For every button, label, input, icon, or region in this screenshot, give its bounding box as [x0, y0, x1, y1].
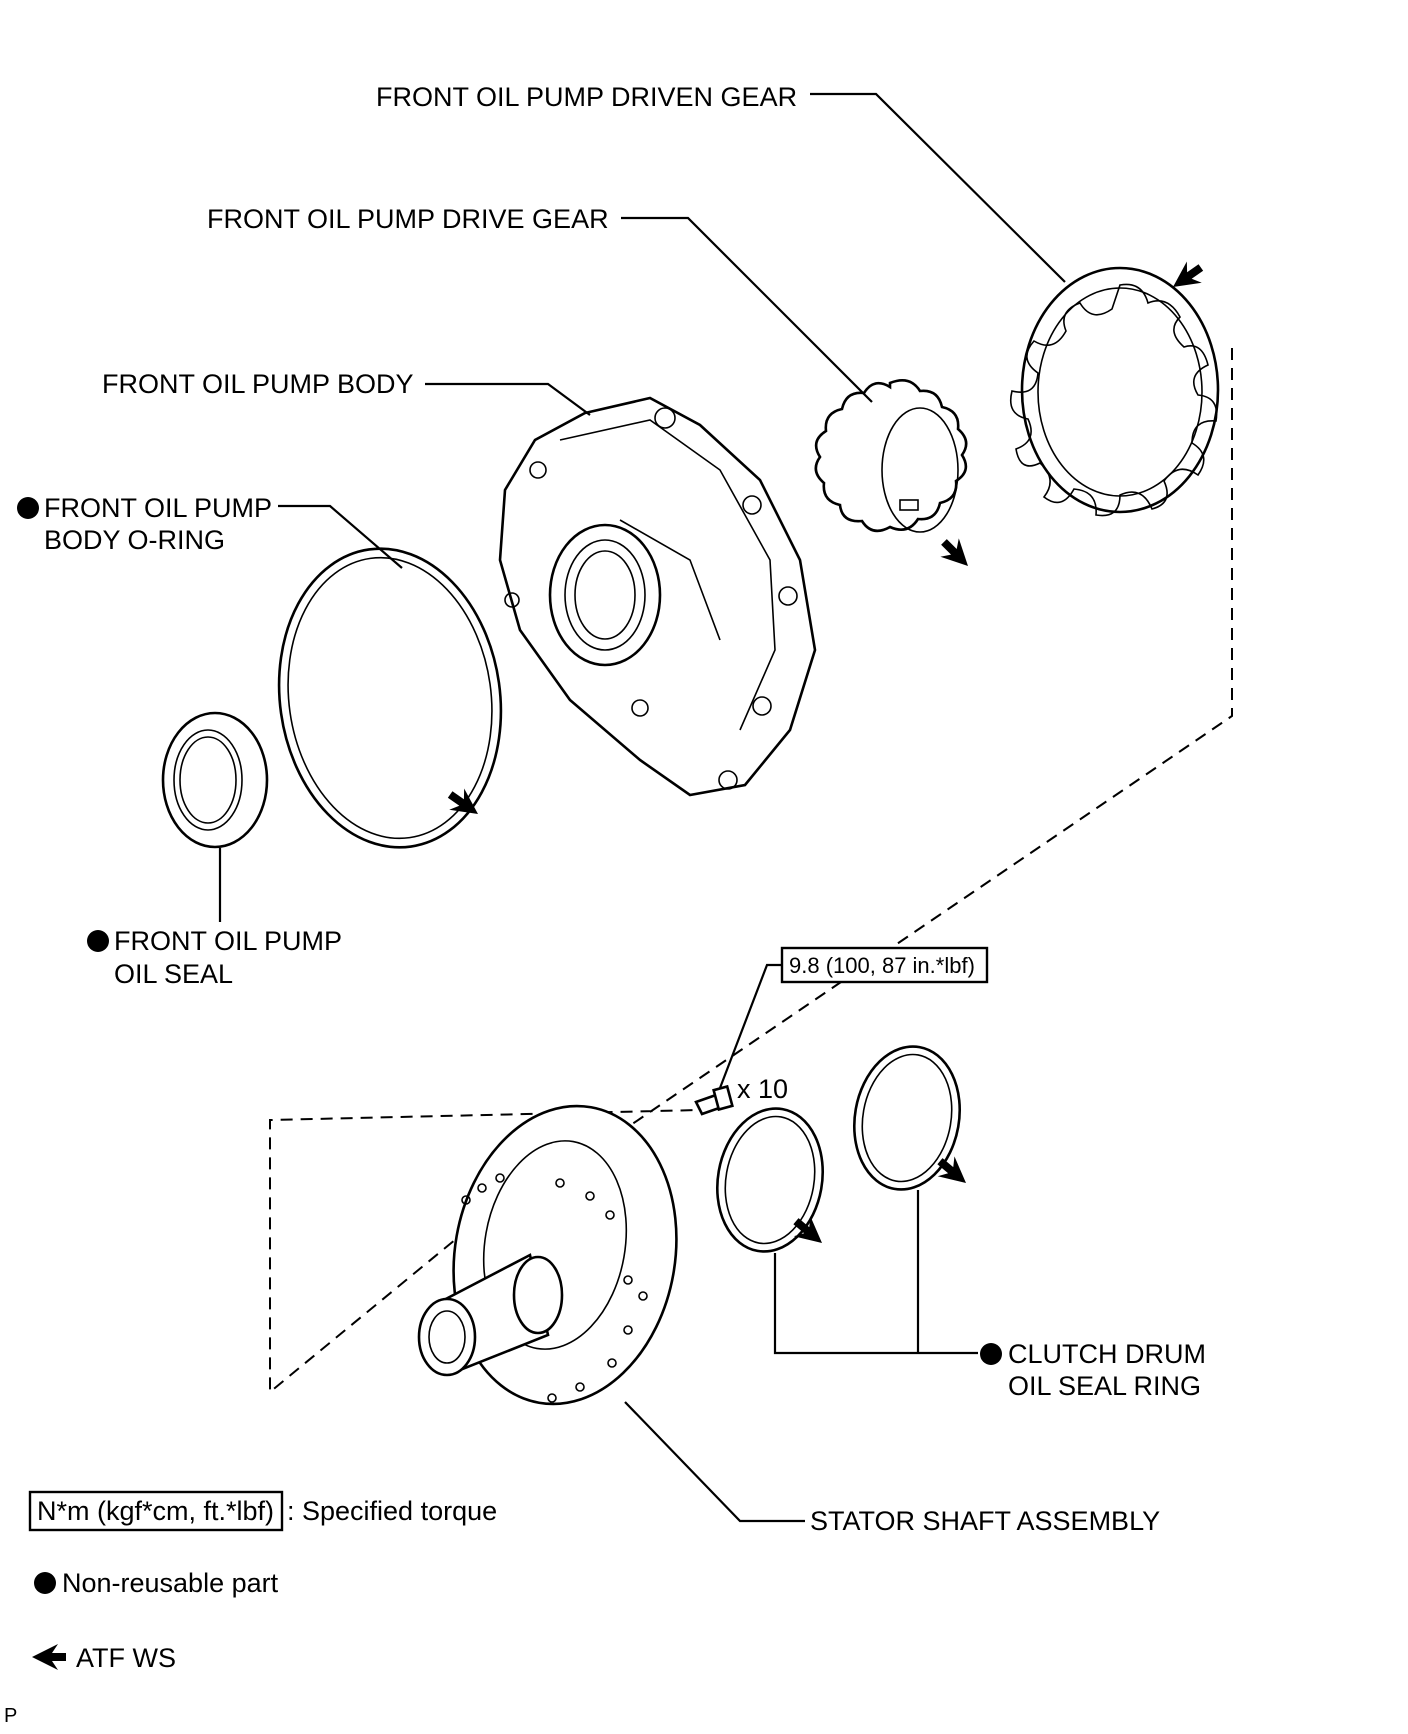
leader-o-ring	[278, 504, 403, 569]
pump-bolt	[694, 1084, 734, 1116]
atf-arrow-drive-gear	[934, 532, 978, 576]
non-reusable-dot-o-ring	[17, 497, 39, 519]
body-o-ring	[277, 547, 503, 849]
legend-torque-text: : Specified torque	[287, 1496, 497, 1526]
leader-drive-gear	[621, 216, 873, 403]
torque-box	[780, 946, 989, 984]
oil-seal-label-line2: OIL SEAL	[114, 959, 233, 989]
drive-gear	[814, 379, 968, 533]
oil-seal-label-line1: FRONT OIL PUMP	[114, 926, 342, 956]
legend-non-reusable-text: Non-reusable part	[62, 1568, 279, 1598]
o-ring-label-line1: FRONT OIL PUMP	[44, 493, 272, 523]
legend-torque-box-text: N*m (kgf*cm, ft.*lbf)	[37, 1496, 274, 1526]
leader-pump-body	[425, 382, 591, 416]
torque-value-label: 9.8 (100, 87 in.*lbf)	[789, 953, 975, 978]
oil-seal	[161, 711, 269, 849]
assembly-dashed-outline	[269, 348, 1233, 1395]
stator-shaft-assembly	[417, 1104, 678, 1406]
legend-non-reusable-dot	[34, 1572, 56, 1594]
leader-seal-rings	[773, 1190, 978, 1355]
driven-gear	[1009, 266, 1220, 517]
o-ring-label-line2: BODY O-RING	[44, 525, 225, 555]
non-reusable-dot-seal-rings	[980, 1343, 1002, 1365]
seal-ring-label-line2: OIL SEAL RING	[1008, 1371, 1201, 1401]
pump-body-label: FRONT OIL PUMP BODY	[102, 369, 414, 399]
legend-torque-box	[28, 1490, 284, 1532]
legend: N*m (kgf*cm, ft.*lbf) : Specified torque…	[28, 1490, 497, 1673]
leader-driven-gear	[810, 92, 1066, 283]
pump-body	[498, 396, 817, 797]
legend-atf-arrow-icon	[32, 1644, 66, 1670]
drive-gear-label: FRONT OIL PUMP DRIVE GEAR	[207, 204, 609, 234]
seal-ring-label-line1: CLUTCH DRUM	[1008, 1339, 1206, 1369]
bolt-quantity-label: x 10	[737, 1074, 788, 1104]
leader-stator	[624, 1401, 805, 1523]
footer-code: P	[4, 1705, 17, 1727]
leader-torque	[718, 963, 782, 1089]
stator-shaft-label: STATOR SHAFT ASSEMBLY	[810, 1506, 1160, 1536]
legend-atf-text: ATF WS	[76, 1643, 176, 1673]
clutch-drum-seal-ring-front	[715, 1107, 825, 1253]
driven-gear-label: FRONT OIL PUMP DRIVEN GEAR	[376, 82, 797, 112]
non-reusable-dot-oil-seal	[87, 930, 109, 952]
clutch-drum-seal-ring-rear	[852, 1045, 962, 1191]
